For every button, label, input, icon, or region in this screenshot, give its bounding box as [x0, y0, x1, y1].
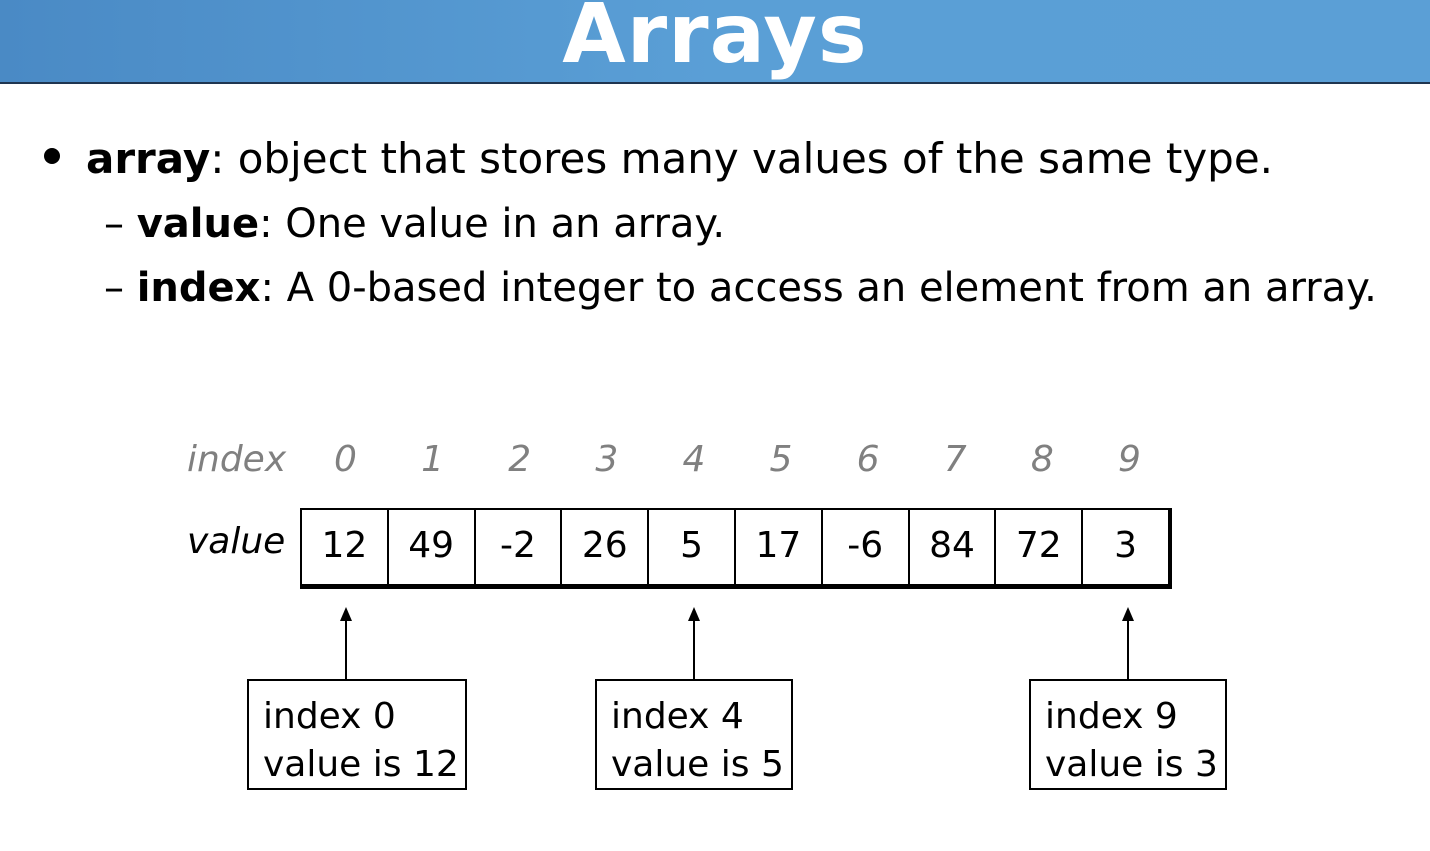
- callout-line-1: index 9: [1045, 696, 1178, 737]
- bullet-main-term: array: [86, 134, 211, 183]
- array-cell: 12: [302, 510, 389, 584]
- sub-bullet-value: – value: One value in an array.: [104, 204, 725, 244]
- sub-bullet-index-text: : A 0-based integer to access an element…: [260, 265, 1377, 311]
- bullet-main: array: object that stores many values of…: [86, 138, 1273, 180]
- bullet-icon: [44, 148, 60, 164]
- arrow-up-icon: [1122, 607, 1134, 621]
- array-cell: 84: [910, 510, 997, 584]
- callout-index-4: index 4 value is 5: [595, 679, 793, 790]
- array-cell: 5: [649, 510, 736, 584]
- arrow-line: [1127, 618, 1129, 680]
- index-number: 7: [943, 439, 967, 480]
- index-number: 9: [1117, 439, 1141, 480]
- index-row-label: index: [187, 439, 287, 480]
- slide-title: Arrays: [562, 0, 868, 82]
- sub-bullet-index-term: index: [136, 265, 261, 311]
- array-cell: 3: [1114, 525, 1138, 566]
- dash-icon: –: [104, 265, 124, 311]
- array-cell: 17: [736, 510, 823, 584]
- sub-bullet-value-text: : One value in an array.: [259, 201, 726, 247]
- title-bar: Arrays: [0, 0, 1430, 84]
- index-number: 6: [856, 439, 880, 480]
- bullet-main-text: : object that stores many values of the …: [210, 134, 1274, 183]
- arrow-up-icon: [340, 607, 352, 621]
- array-cell: -2: [476, 510, 563, 584]
- value-row-label: value: [187, 521, 286, 562]
- sub-bullet-value-term: value: [136, 201, 260, 247]
- arrow-line: [693, 618, 695, 680]
- dash-icon: –: [104, 201, 124, 247]
- array-cell: 49: [389, 510, 476, 584]
- callout-line-2: value is 3: [1045, 744, 1218, 785]
- array-cell: -6: [823, 510, 910, 584]
- array-cell: 26: [562, 510, 650, 584]
- sub-bullet-index: – index: A 0-based integer to access an …: [104, 268, 1377, 308]
- index-number: 1: [421, 439, 445, 480]
- arrow-line: [345, 618, 347, 680]
- callout-index-0: index 0 value is 12: [247, 679, 467, 790]
- callout-line-1: index 0: [263, 696, 396, 737]
- callout-index-9: index 9 value is 3: [1029, 679, 1227, 790]
- index-number: 8: [1030, 439, 1054, 480]
- callout-line-2: value is 5: [611, 744, 784, 785]
- index-number: 0: [334, 439, 357, 480]
- index-number: 2: [508, 439, 532, 480]
- arrow-up-icon: [688, 607, 700, 621]
- array-cell: 72: [996, 510, 1084, 584]
- index-number: 4: [682, 439, 706, 480]
- index-number: 5: [769, 439, 793, 480]
- callout-line-1: index 4: [611, 696, 744, 737]
- index-number: 3: [595, 439, 619, 480]
- callout-line-2: value is 12: [263, 744, 459, 785]
